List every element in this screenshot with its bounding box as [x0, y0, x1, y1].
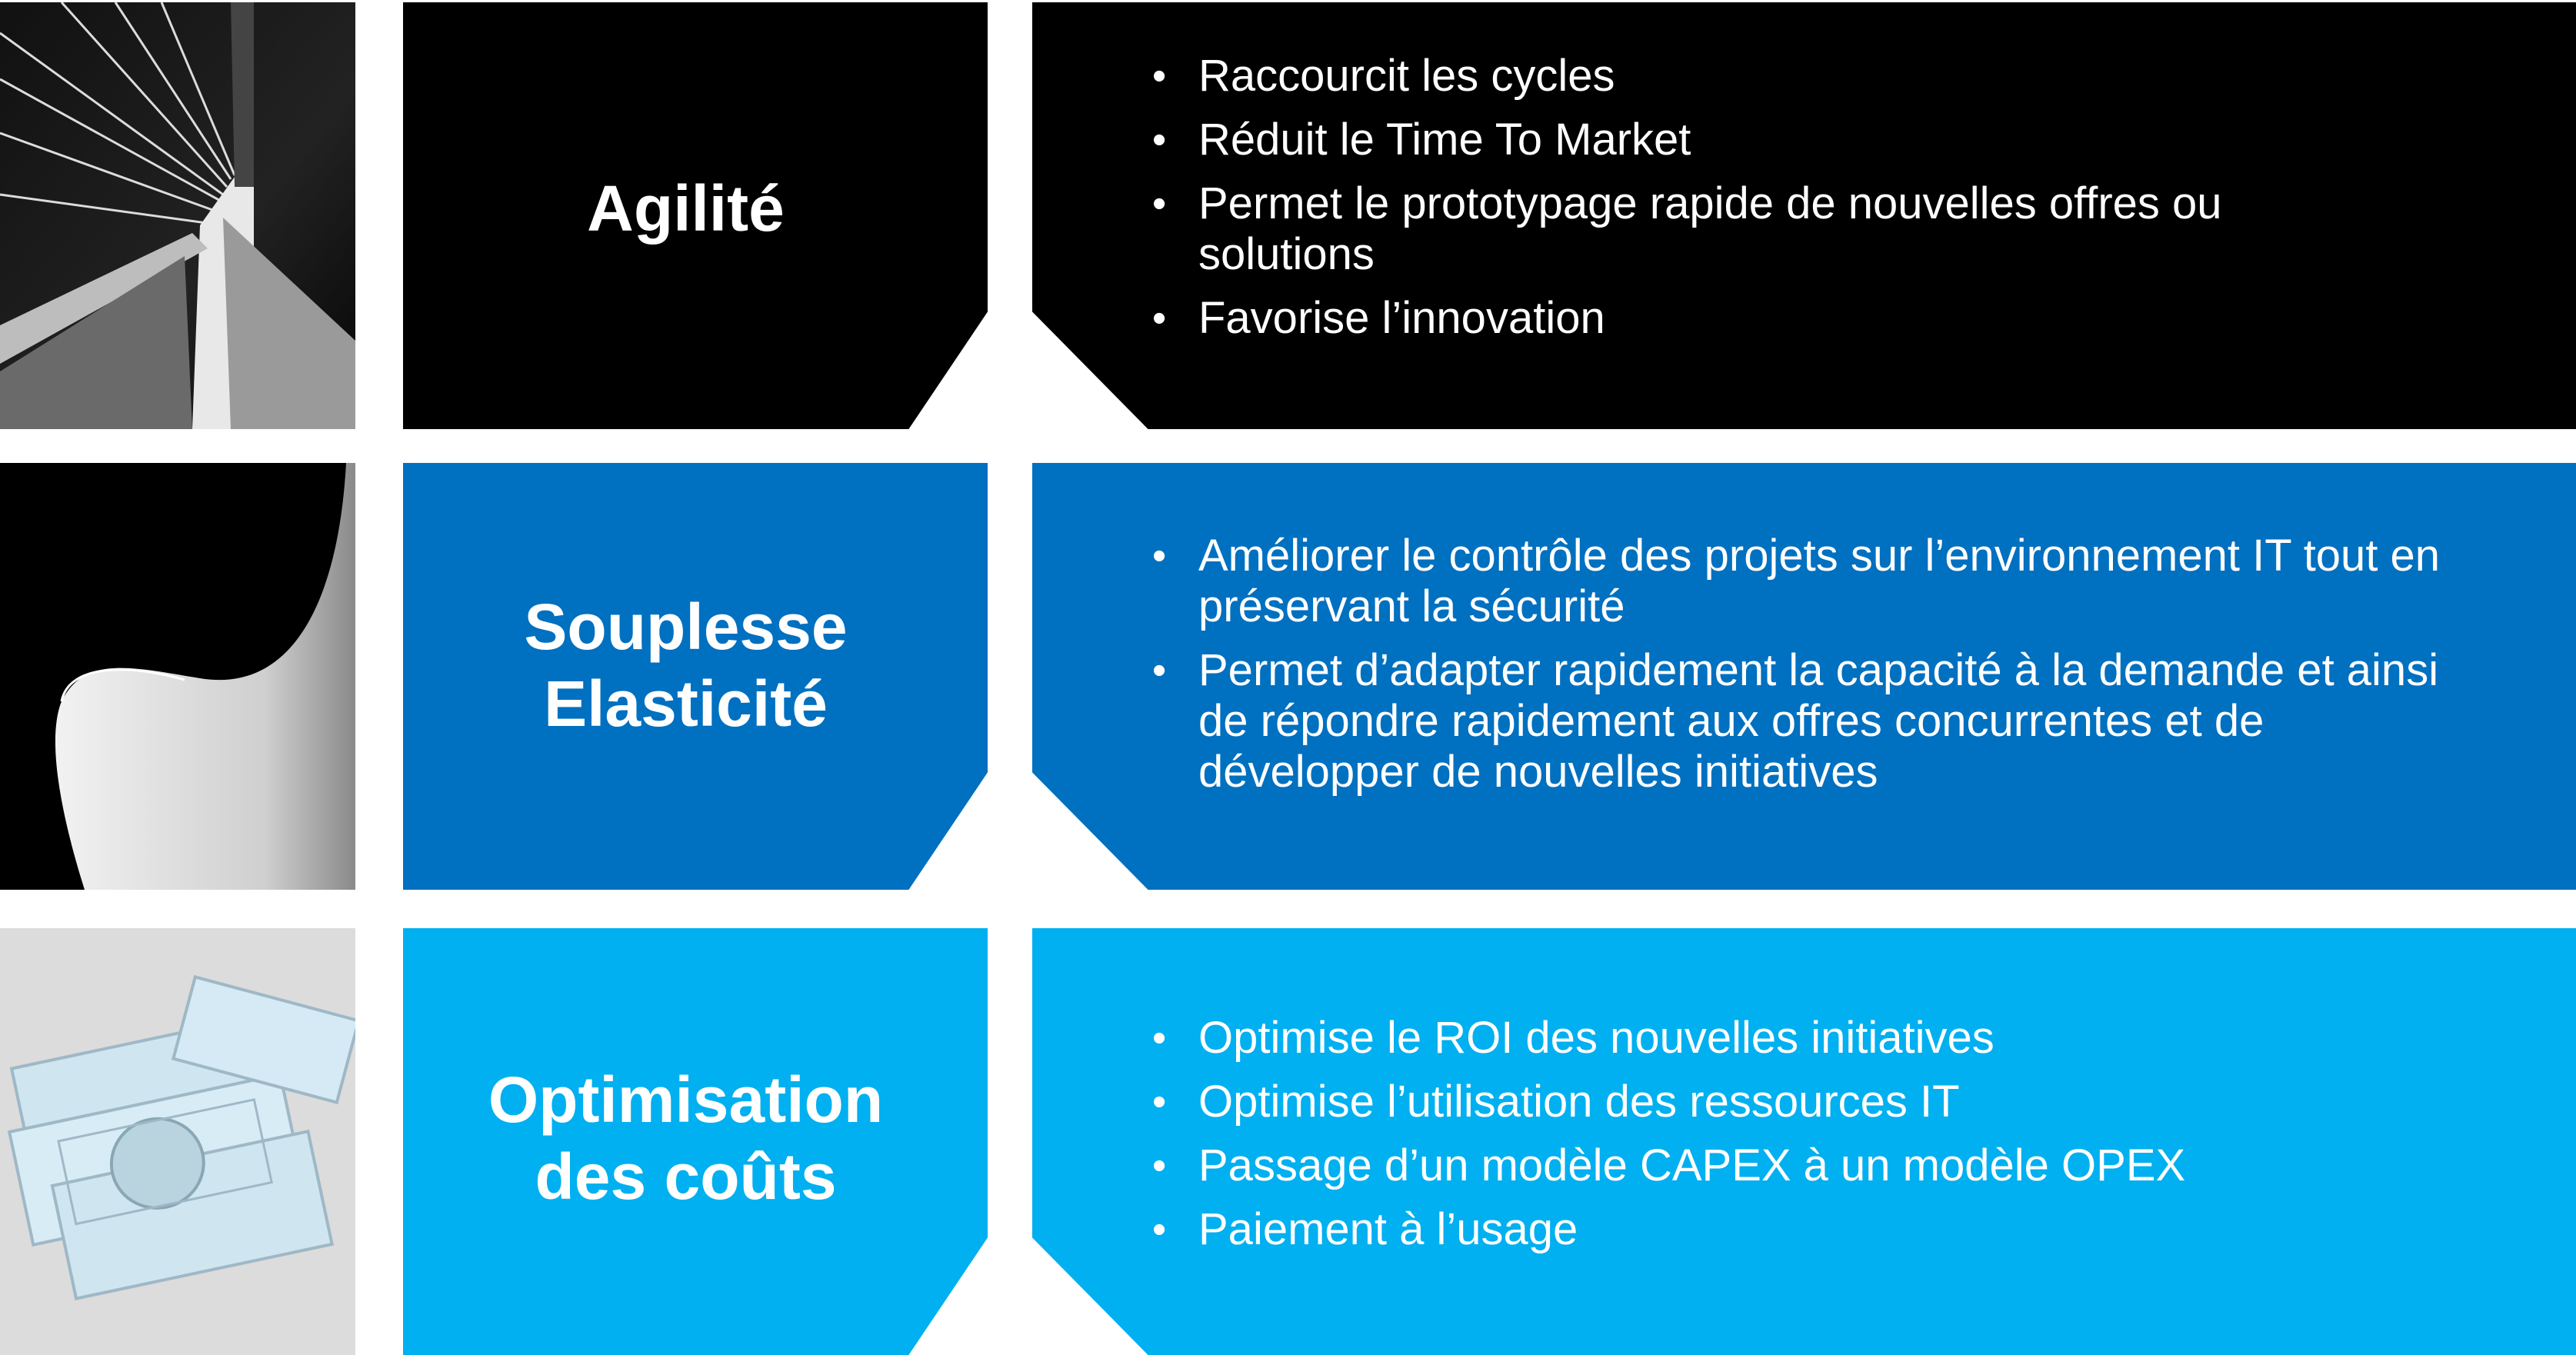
souplesse-title-line-2: Elasticité — [544, 667, 828, 740]
optimisation-title-line-1: Optimisation — [488, 1063, 884, 1136]
dollar-bills-image — [0, 928, 355, 1355]
souplesse-title: Souplesse Elasticité — [524, 588, 847, 742]
optimisation-title-line-2: des coûts — [535, 1140, 837, 1213]
optimisation-bullet-list: Optimise le ROI des nouvelles initiative… — [1152, 1013, 2521, 1268]
souplesse-title-box: Souplesse Elasticité — [403, 463, 988, 890]
agilite-title: Agilité — [587, 170, 785, 247]
bridge-cables-image — [0, 2, 355, 429]
list-item: Raccourcit les cycles — [1152, 51, 2521, 102]
list-item: Améliorer le contrôle des projets sur l’… — [1152, 531, 2444, 632]
optimisation-panel: Optimise le ROI des nouvelles initiative… — [1032, 928, 2576, 1355]
souplesse-title-line-1: Souplesse — [524, 590, 848, 663]
curved-concrete-image — [0, 463, 355, 890]
list-item: Optimise le ROI des nouvelles initiative… — [1152, 1013, 2521, 1064]
souplesse-bullet-list: Améliorer le contrôle des projets sur l’… — [1152, 531, 2521, 811]
list-item: Optimise l’utilisation des ressources IT — [1152, 1077, 2521, 1127]
list-item: Permet d’adapter rapidement la capacité … — [1152, 645, 2491, 797]
list-item: Paiement à l’usage — [1152, 1204, 2521, 1255]
list-item: Passage d’un modèle CAPEX à un modèle OP… — [1152, 1140, 2521, 1191]
list-item: Favorise l’innovation — [1152, 293, 2521, 344]
agilite-panel: Raccourcit les cycles Réduit le Time To … — [1032, 2, 2576, 429]
souplesse-panel: Améliorer le contrôle des projets sur l’… — [1032, 463, 2576, 890]
list-item: Permet le prototypage rapide de nouvelle… — [1152, 178, 2291, 280]
agilite-bullet-list: Raccourcit les cycles Réduit le Time To … — [1152, 51, 2521, 357]
optimisation-title: Optimisation des coûts — [488, 1061, 883, 1215]
optimisation-title-box: Optimisation des coûts — [403, 928, 988, 1355]
agilite-title-box: Agilité — [403, 2, 988, 429]
list-item: Réduit le Time To Market — [1152, 115, 2521, 165]
agilite-title-line-1: Agilité — [587, 171, 785, 245]
